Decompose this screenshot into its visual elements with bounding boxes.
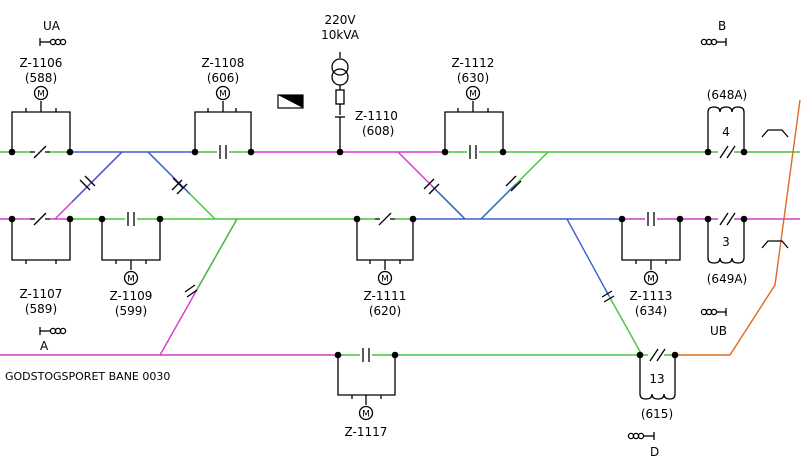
z1109-num: (599)	[115, 304, 147, 318]
coil-4	[707, 106, 745, 152]
z1109-id: Z-1109	[110, 289, 153, 303]
svg-text:M: M	[647, 275, 655, 285]
z1106-id: Z-1106	[20, 56, 63, 70]
coil13-id: 13	[649, 372, 664, 386]
z1108-num: (606)	[207, 71, 239, 85]
motor-icon-z1106: M	[33, 85, 49, 101]
supply-power: 10kVA	[321, 28, 360, 42]
supply-voltage: 220V	[324, 13, 356, 27]
z1110-id: Z-1110	[355, 109, 398, 123]
z1112-id: Z-1112	[452, 56, 495, 70]
coil3-id: 3	[722, 235, 730, 249]
z1113-id: Z-1113	[630, 289, 673, 303]
transformer-feed	[331, 52, 349, 152]
z1108-id: Z-1108	[202, 56, 245, 70]
z1113-num: (634)	[635, 304, 667, 318]
svg-text:M: M	[127, 275, 135, 285]
crossovers	[54, 151, 643, 356]
coil-13	[639, 355, 676, 400]
motor-icon-z1113: M	[643, 270, 659, 286]
motor-icon-z1117: M	[358, 405, 374, 421]
label-track: GODSTOGSPORET BANE 0030	[5, 370, 170, 383]
svg-text:M: M	[362, 410, 370, 420]
label-b: B	[718, 19, 726, 33]
label-d: D	[650, 445, 659, 459]
coil4-num: (648A)	[707, 88, 747, 102]
svg-text:M: M	[381, 275, 389, 285]
text-labels: 220V 10kVA UA B A UB D GODSTOGSPORET BAN…	[5, 13, 747, 459]
chain-symbols	[39, 38, 727, 440]
z1107-id: Z-1107	[20, 287, 63, 301]
z1106-num: (588)	[25, 71, 57, 85]
label-a: A	[40, 339, 49, 353]
z1112-num: (630)	[457, 71, 489, 85]
svg-text:M: M	[469, 90, 477, 100]
motor-icon-z1111: M	[377, 270, 393, 286]
svg-text:M: M	[219, 90, 227, 100]
coil3-num: (649A)	[707, 272, 747, 286]
motor-icon-z1108: M	[215, 85, 231, 101]
motor-brackets	[11, 101, 681, 405]
motor-icon-z1109: M	[123, 270, 139, 286]
motors: M M M M M M M	[33, 85, 659, 421]
z1107-num: (589)	[25, 302, 57, 316]
bumper-symbols	[761, 129, 789, 249]
flag-icon	[277, 94, 304, 109]
motor-icon-z1112: M	[465, 85, 481, 101]
line-switches	[30, 145, 736, 362]
svg-text:M: M	[37, 90, 45, 100]
z1110-num: (608)	[362, 124, 394, 138]
junction-nodes	[8, 148, 748, 359]
coil4-id: 4	[722, 125, 730, 139]
coil13-num: (615)	[641, 407, 673, 421]
label-ub: UB	[710, 324, 727, 338]
z1111-id: Z-1111	[364, 289, 407, 303]
diagonal-capacitors	[79, 175, 615, 303]
z1117-id: Z-1117	[345, 425, 388, 439]
coil-3	[707, 219, 745, 264]
z1111-num: (620)	[369, 304, 401, 318]
label-ua: UA	[43, 19, 61, 33]
